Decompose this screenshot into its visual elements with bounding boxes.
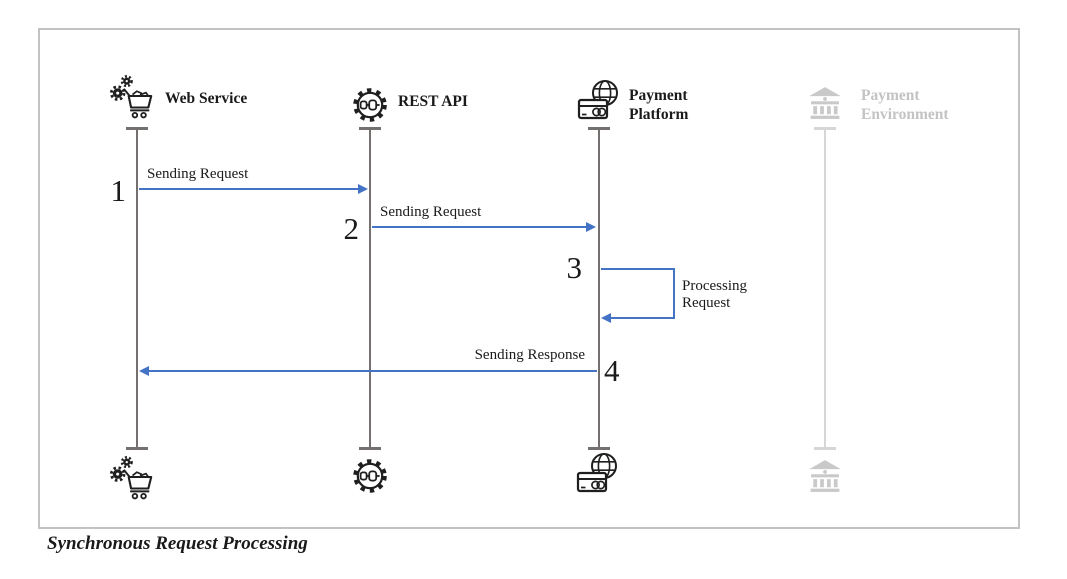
diagram-caption: Synchronous Request Processing	[47, 533, 308, 554]
lifeline-payment-platform	[598, 127, 601, 449]
cart-gears-icon	[110, 71, 156, 121]
message-loop-top	[601, 268, 675, 270]
message-arrow-4	[149, 370, 597, 372]
diagram-frame	[38, 28, 1020, 529]
lifeline-rest-api	[369, 127, 372, 449]
arrowhead-right-icon	[358, 183, 368, 194]
globe-card-icon	[576, 78, 622, 124]
globe-card-icon	[575, 451, 621, 497]
arrowhead-left-icon	[139, 365, 149, 376]
message-label-3: Processing Request	[682, 278, 747, 312]
actor-label-payment-platform: Payment Platform	[629, 87, 689, 123]
lifeline-cap	[814, 447, 836, 450]
message-label-4: Sending Response	[474, 347, 585, 363]
step-number-4: 4	[604, 353, 620, 388]
message-label-2: Sending Request	[380, 204, 482, 220]
actor-label-rest-api: REST API	[398, 93, 468, 110]
gear-plug-icon	[351, 457, 389, 495]
step-number-2: 2	[343, 211, 360, 246]
message-loop-bottom	[610, 317, 674, 319]
step-number-3: 3	[566, 250, 583, 285]
lifeline-cap	[588, 447, 610, 450]
gear-plug-icon	[351, 86, 389, 124]
bank-icon	[807, 84, 843, 120]
cart-gears-icon	[110, 452, 156, 502]
message-arrow-2	[372, 226, 588, 228]
message-arrow-1	[139, 188, 360, 190]
lifeline-cap	[359, 447, 381, 450]
lifeline-payment-environment	[824, 127, 827, 449]
actor-label-payment-environment: Payment Environment	[861, 87, 949, 123]
arrowhead-right-icon	[586, 221, 596, 232]
message-loop-side	[673, 268, 675, 319]
lifeline-cap	[126, 447, 148, 450]
lifeline-web-service	[136, 127, 139, 449]
bank-icon	[807, 457, 843, 493]
step-number-1: 1	[110, 173, 127, 208]
message-label-1: Sending Request	[147, 166, 249, 182]
arrowhead-left-icon	[601, 312, 611, 323]
actor-label-web-service: Web Service	[165, 90, 248, 107]
